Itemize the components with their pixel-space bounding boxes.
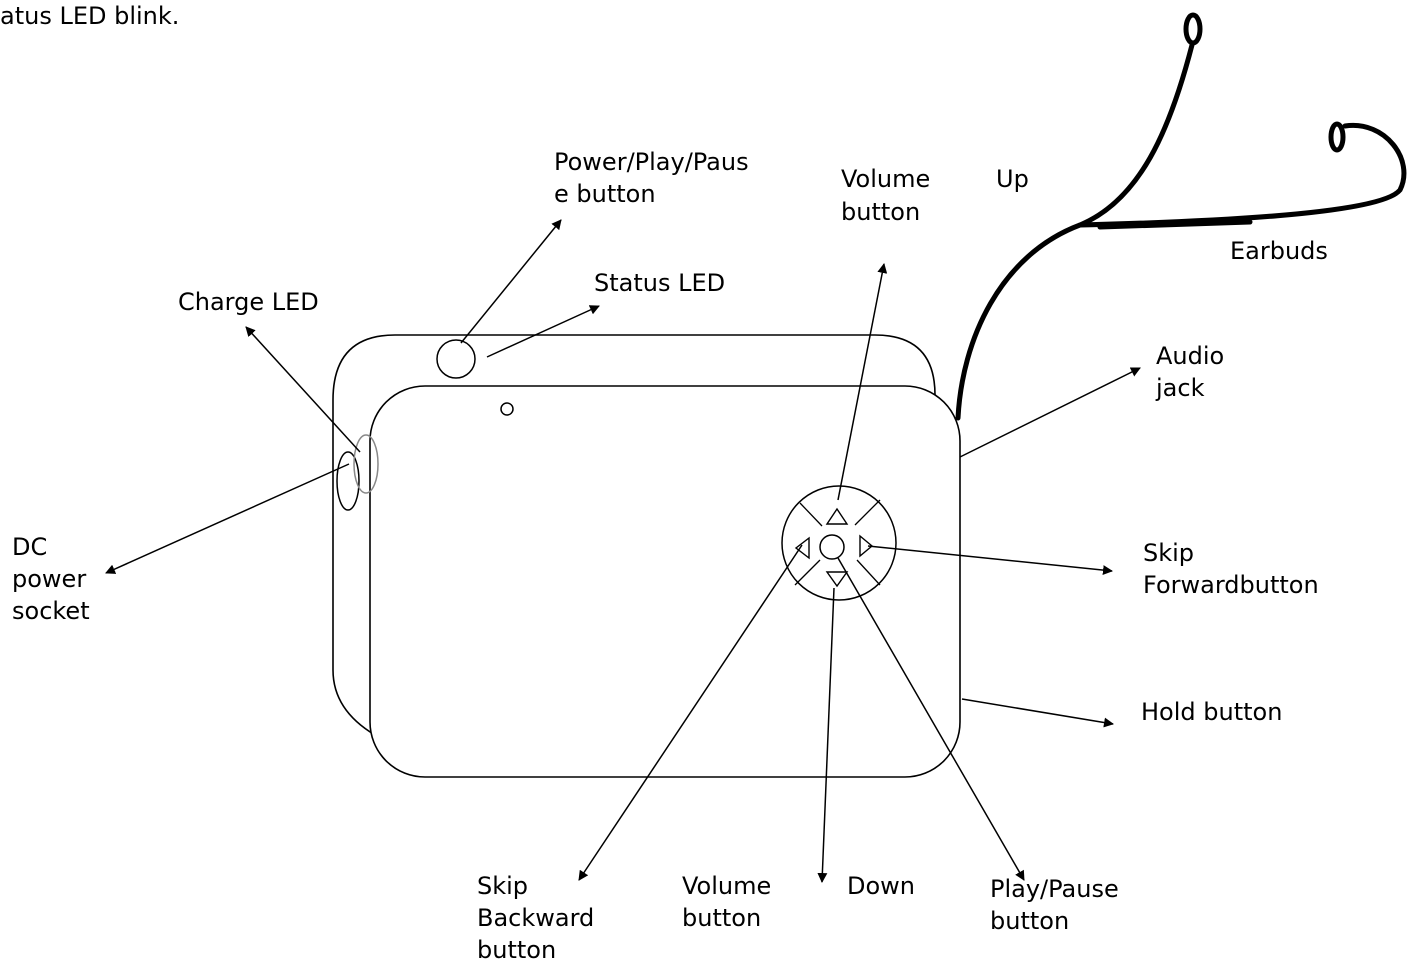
arrow-play-pause [837, 557, 1025, 881]
label-audio-jack-1: Audio [1156, 342, 1225, 370]
earbuds-cable [955, 42, 1407, 421]
label-status-led: Status LED [594, 269, 726, 297]
label-hold-button: Hold button [1141, 698, 1283, 726]
label-dc-2: power [12, 565, 87, 593]
label-volume-up-2: button [841, 198, 921, 226]
label-skip-forward-2: Forwardbutton [1143, 571, 1319, 599]
label-skip-backward-2: Backward [477, 904, 595, 932]
arrow-charge-led [245, 326, 361, 453]
label-volume-up-1: Volume [841, 165, 931, 193]
arrow-dc-socket [105, 463, 350, 574]
power-button-icon[interactable] [436, 339, 476, 379]
arrow-status-led [486, 305, 600, 358]
label-charge-led: Charge LED [178, 288, 319, 316]
arrow-skip-forward [867, 545, 1113, 576]
label-dc-3: socket [12, 597, 90, 625]
header-fragment: atus LED blink. [0, 2, 180, 30]
control-pad [781, 485, 897, 601]
arrow-hold-button [961, 698, 1114, 728]
arrow-volume-up [837, 263, 888, 501]
skip-forward-arrow-icon[interactable] [859, 534, 874, 558]
arrow-skip-backward [578, 544, 803, 881]
status-led-icon [500, 402, 514, 416]
label-play-pause-2: button [990, 907, 1070, 935]
earbud-left-icon [1183, 12, 1203, 46]
label-volume-down-1: Volume [682, 872, 772, 900]
label-dc-1: DC [12, 533, 48, 561]
device-front-body [369, 385, 961, 778]
arrow-volume-down [817, 587, 835, 883]
label-volume-down-word: Down [847, 872, 916, 900]
charge-led-icon [353, 434, 379, 494]
earbud-right-icon [1328, 121, 1346, 153]
label-skip-forward-1: Skip [1143, 539, 1195, 567]
label-power-play-pause-2: e button [554, 180, 656, 208]
label-power-play-pause-1: Power/Play/Paus [554, 148, 749, 176]
label-play-pause-1: Play/Pause [990, 875, 1119, 903]
arrow-power-button [460, 219, 562, 344]
skip-backward-arrow-icon[interactable] [794, 536, 810, 560]
label-audio-jack-2: jack [1156, 374, 1205, 402]
play-pause-button-icon[interactable] [819, 534, 845, 560]
label-skip-backward-1: Skip [477, 872, 529, 900]
label-skip-backward-3: button [477, 936, 557, 961]
device-back-body [332, 334, 936, 736]
volume-down-arrow-icon[interactable] [825, 571, 849, 588]
arrow-audio-jack [959, 367, 1141, 458]
label-volume-down-2: button [682, 904, 762, 932]
label-volume-up-word: Up [996, 165, 1029, 193]
label-earbuds: Earbuds [1230, 237, 1328, 265]
volume-up-arrow-icon[interactable] [825, 507, 849, 525]
